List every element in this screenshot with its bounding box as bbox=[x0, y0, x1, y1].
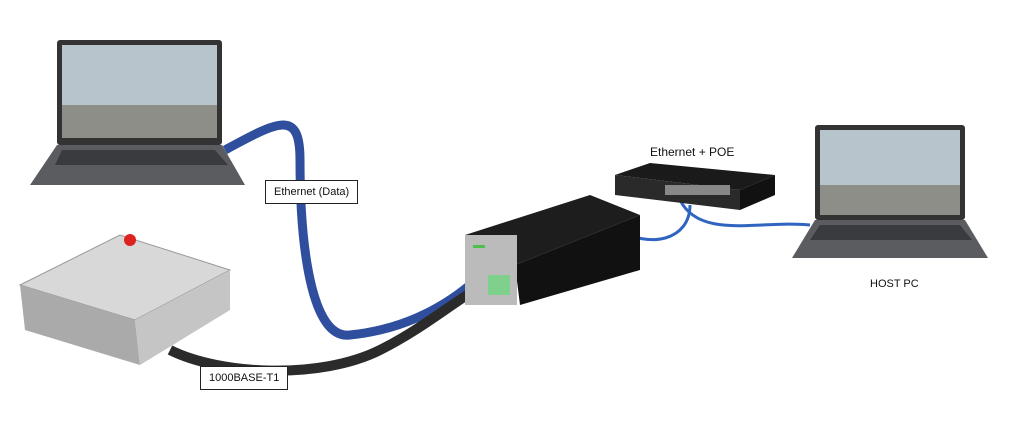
poe-switch bbox=[615, 163, 775, 210]
base-t1-label: 1000BASE-T1 bbox=[200, 366, 289, 390]
ecu-device bbox=[18, 234, 232, 365]
blue-host-cable bbox=[678, 199, 811, 228]
blue-ethernet-cable bbox=[222, 120, 473, 340]
black-t1-cable bbox=[167, 285, 478, 376]
laptop-left bbox=[30, 40, 245, 185]
ethernet-poe-label: Ethernet + POE bbox=[650, 145, 735, 159]
media-converter bbox=[465, 195, 640, 305]
host-pc-label: HOST PC bbox=[870, 278, 919, 290]
ethernet-data-label: Ethernet (Data) bbox=[265, 180, 359, 204]
laptop-host bbox=[792, 125, 988, 258]
